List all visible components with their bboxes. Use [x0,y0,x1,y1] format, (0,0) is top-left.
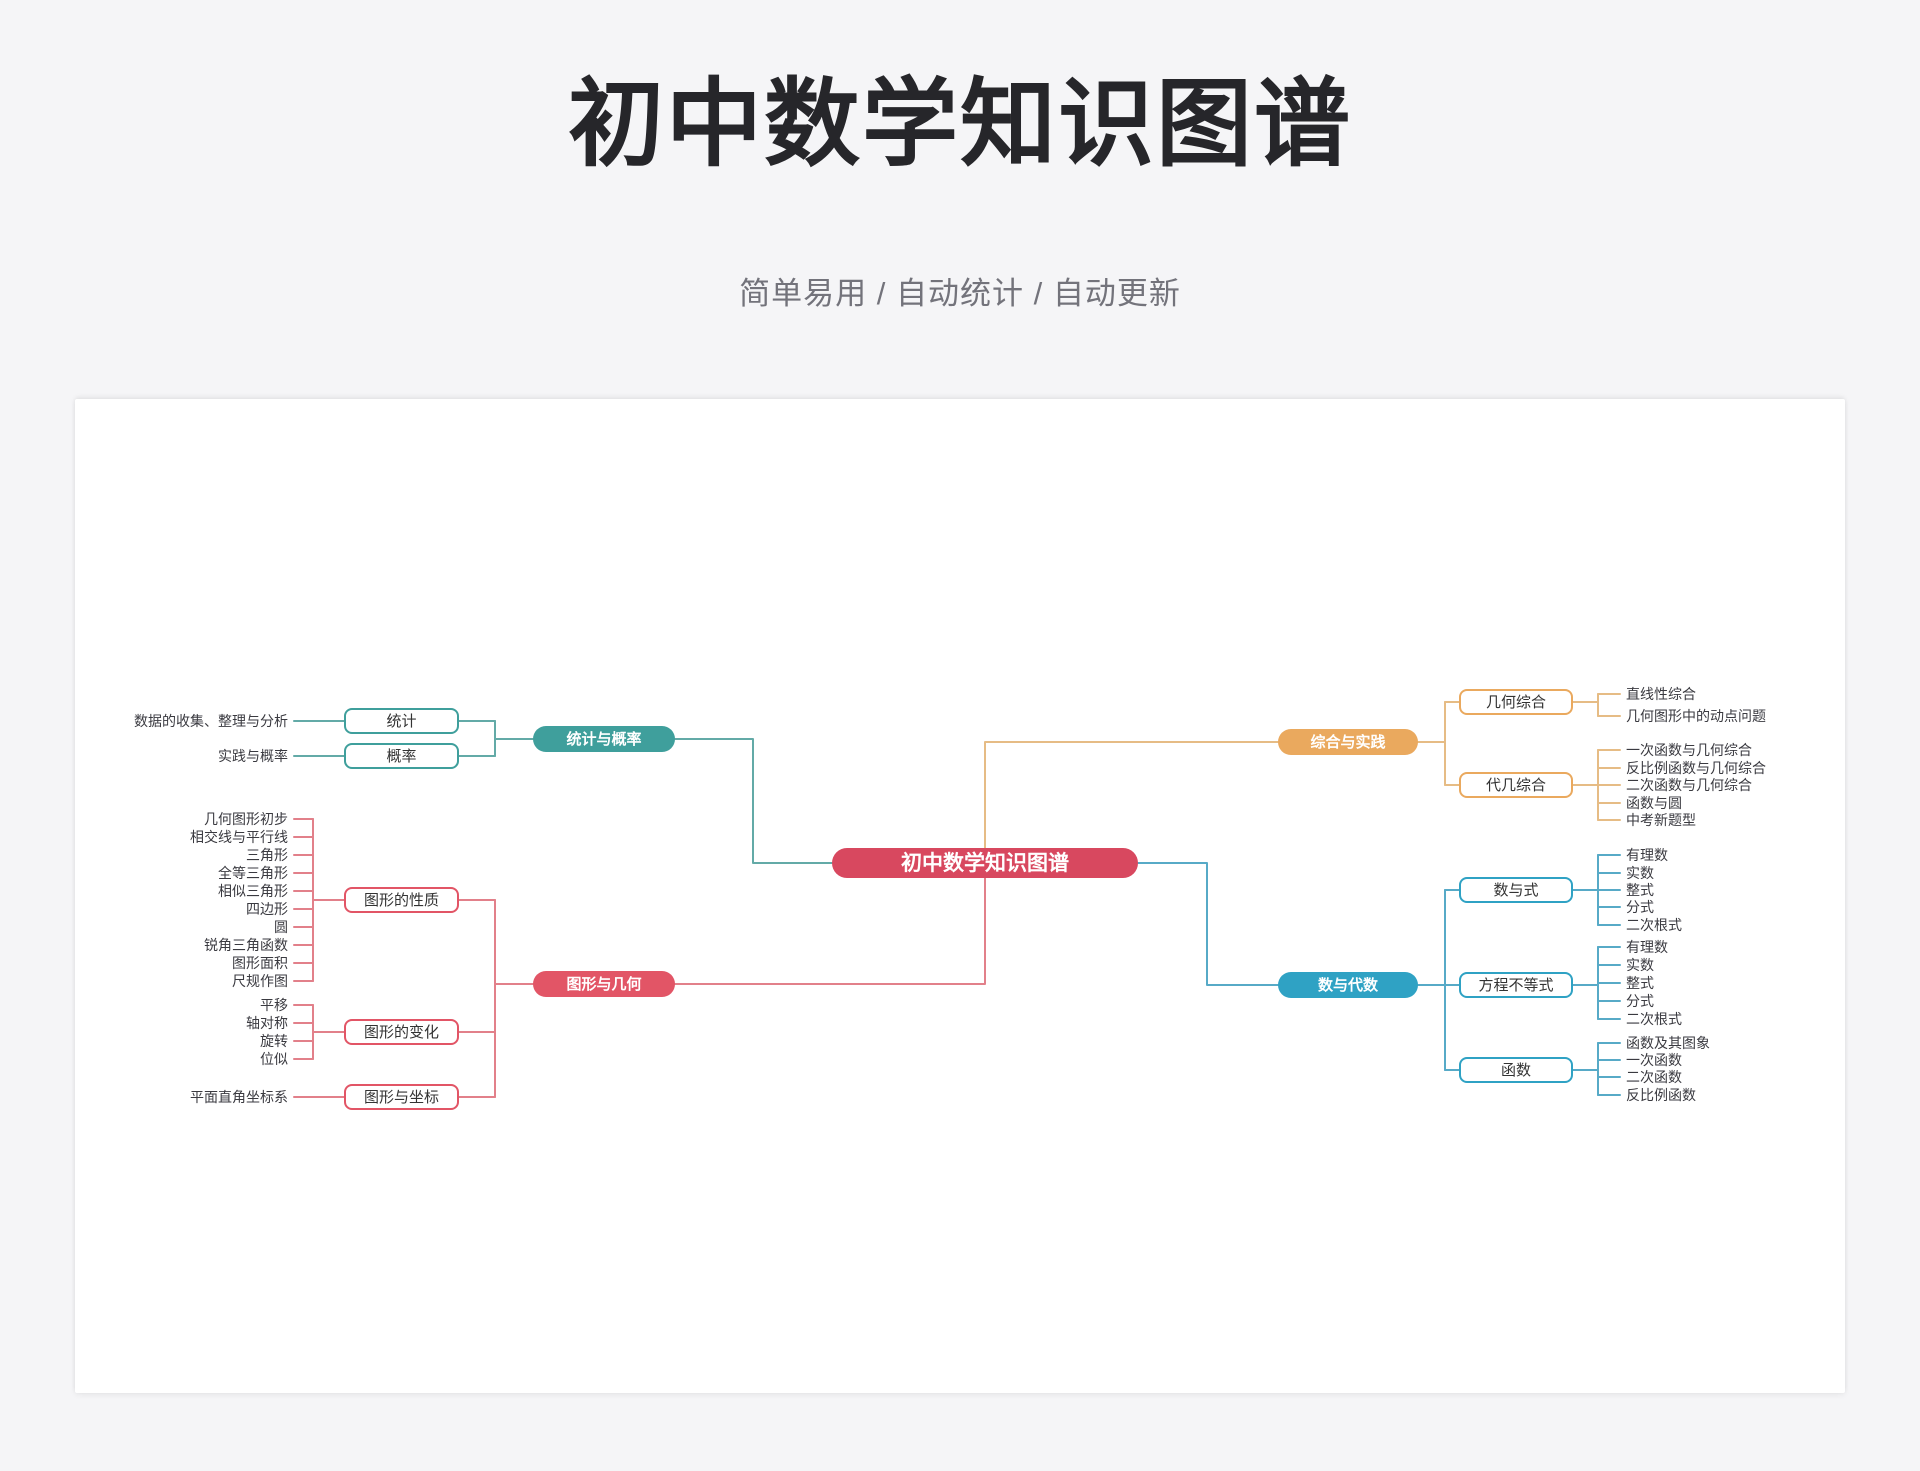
page-title: 初中数学知识图谱 [568,71,1352,178]
leaf-label: 一次函数 [1626,1052,1682,1068]
leaf-label: 二次函数与几何综合 [1626,777,1752,793]
topic-box [1459,972,1573,998]
branch-pill-label: 图形与几何 [566,975,641,993]
topic-box-label: 方程不等式 [1478,976,1553,994]
topic-box [1459,877,1573,903]
leaf-label: 实践与概率 [218,748,288,764]
leaf-label: 实数 [1626,957,1654,973]
page-subtitle: 简单易用 / 自动统计 / 自动更新 [739,276,1181,311]
leaf-label: 尺规作图 [232,973,288,989]
leaf-label: 相交线与平行线 [190,829,288,845]
topic-box-label: 函数 [1501,1062,1531,1079]
leaf-label: 有理数 [1626,847,1668,863]
topic-box [344,708,459,734]
leaf-label: 平面直角坐标系 [190,1089,288,1105]
branch-pill-geometry [533,971,675,997]
leaf-label: 分式 [1626,993,1654,1009]
leaf-label: 反比例函数 [1626,1087,1696,1103]
topic-box [344,743,459,769]
leaf-label: 反比例函数与几何综合 [1626,760,1766,776]
leaf-label: 圆 [274,919,288,935]
leaf-label: 三角形 [246,847,288,863]
geometry-route [674,877,986,985]
branch-pill-label: 综合与实践 [1310,733,1385,751]
leaf-label: 中考新题型 [1626,812,1696,828]
branch-pill-label: 统计与概率 [566,730,641,748]
leaf-label: 一次函数与几何综合 [1626,742,1752,758]
topic-box-label: 数与式 [1493,882,1538,899]
leaf-label: 二次根式 [1626,917,1682,933]
leaf-label: 有理数 [1626,939,1668,955]
leaf-label: 轴对称 [246,1015,288,1031]
topic-box-label: 代几综合 [1486,777,1546,794]
topic-box [1459,689,1573,715]
leaf-label: 函数与圆 [1626,795,1682,811]
branch-pill-number-algebra [1278,972,1418,998]
branch-pill-comprehensive-practice [1278,729,1418,755]
topic-box-label: 图形的变化 [364,1024,439,1041]
mindmap-card: 数据的收集、整理与分析 统计实践与概率 概率 统计与概率几何图形初步相交线与平行线三角… [75,399,1845,1393]
leaf-label: 整式 [1626,882,1654,898]
branch-pill-statistics-probability [533,726,675,752]
topic-box [344,887,459,913]
leaf-label: 直线性综合 [1626,686,1696,702]
topic-box-label: 统计 [386,713,416,730]
center-node-label: 初中数学知识图谱 [901,851,1069,875]
leaf-label: 锐角三角函数 [204,937,288,953]
number-algebra-route [1137,862,1279,986]
leaf-label: 二次根式 [1626,1011,1682,1027]
topic-box-label: 概率 [386,748,416,765]
topic-box [344,1019,459,1045]
leaf-label: 位似 [260,1051,288,1067]
comprehensive-practice-route [984,741,1279,849]
topic-box-label: 几何综合 [1486,694,1546,711]
leaf-label: 几何图形初步 [204,811,288,827]
leaf-label: 旋转 [260,1033,288,1049]
leaf-label: 四边形 [246,901,288,917]
topic-box-label: 图形的性质 [364,892,439,909]
leaf-label: 图形面积 [232,955,288,971]
leaf-label: 几何图形中的动点问题 [1626,708,1766,724]
topic-box [344,1084,459,1110]
leaf-label: 相似三角形 [218,883,288,899]
leaf-label: 全等三角形 [218,865,288,881]
leaf-label: 整式 [1626,975,1654,991]
topic-box [1459,772,1573,798]
topic-box [1459,1057,1573,1083]
center-node [832,848,1138,878]
leaf-label: 二次函数 [1626,1069,1682,1085]
topic-box-label: 图形与坐标 [364,1089,439,1106]
leaf-label: 分式 [1626,899,1654,915]
leaf-label: 数据的收集、整理与分析 [134,713,288,729]
leaf-label: 平移 [260,997,288,1013]
branch-pill-label: 数与代数 [1318,976,1379,994]
leaf-label: 函数及其图象 [1626,1035,1710,1051]
leaf-label: 实数 [1626,865,1654,881]
statistics-probability-route [674,738,833,864]
